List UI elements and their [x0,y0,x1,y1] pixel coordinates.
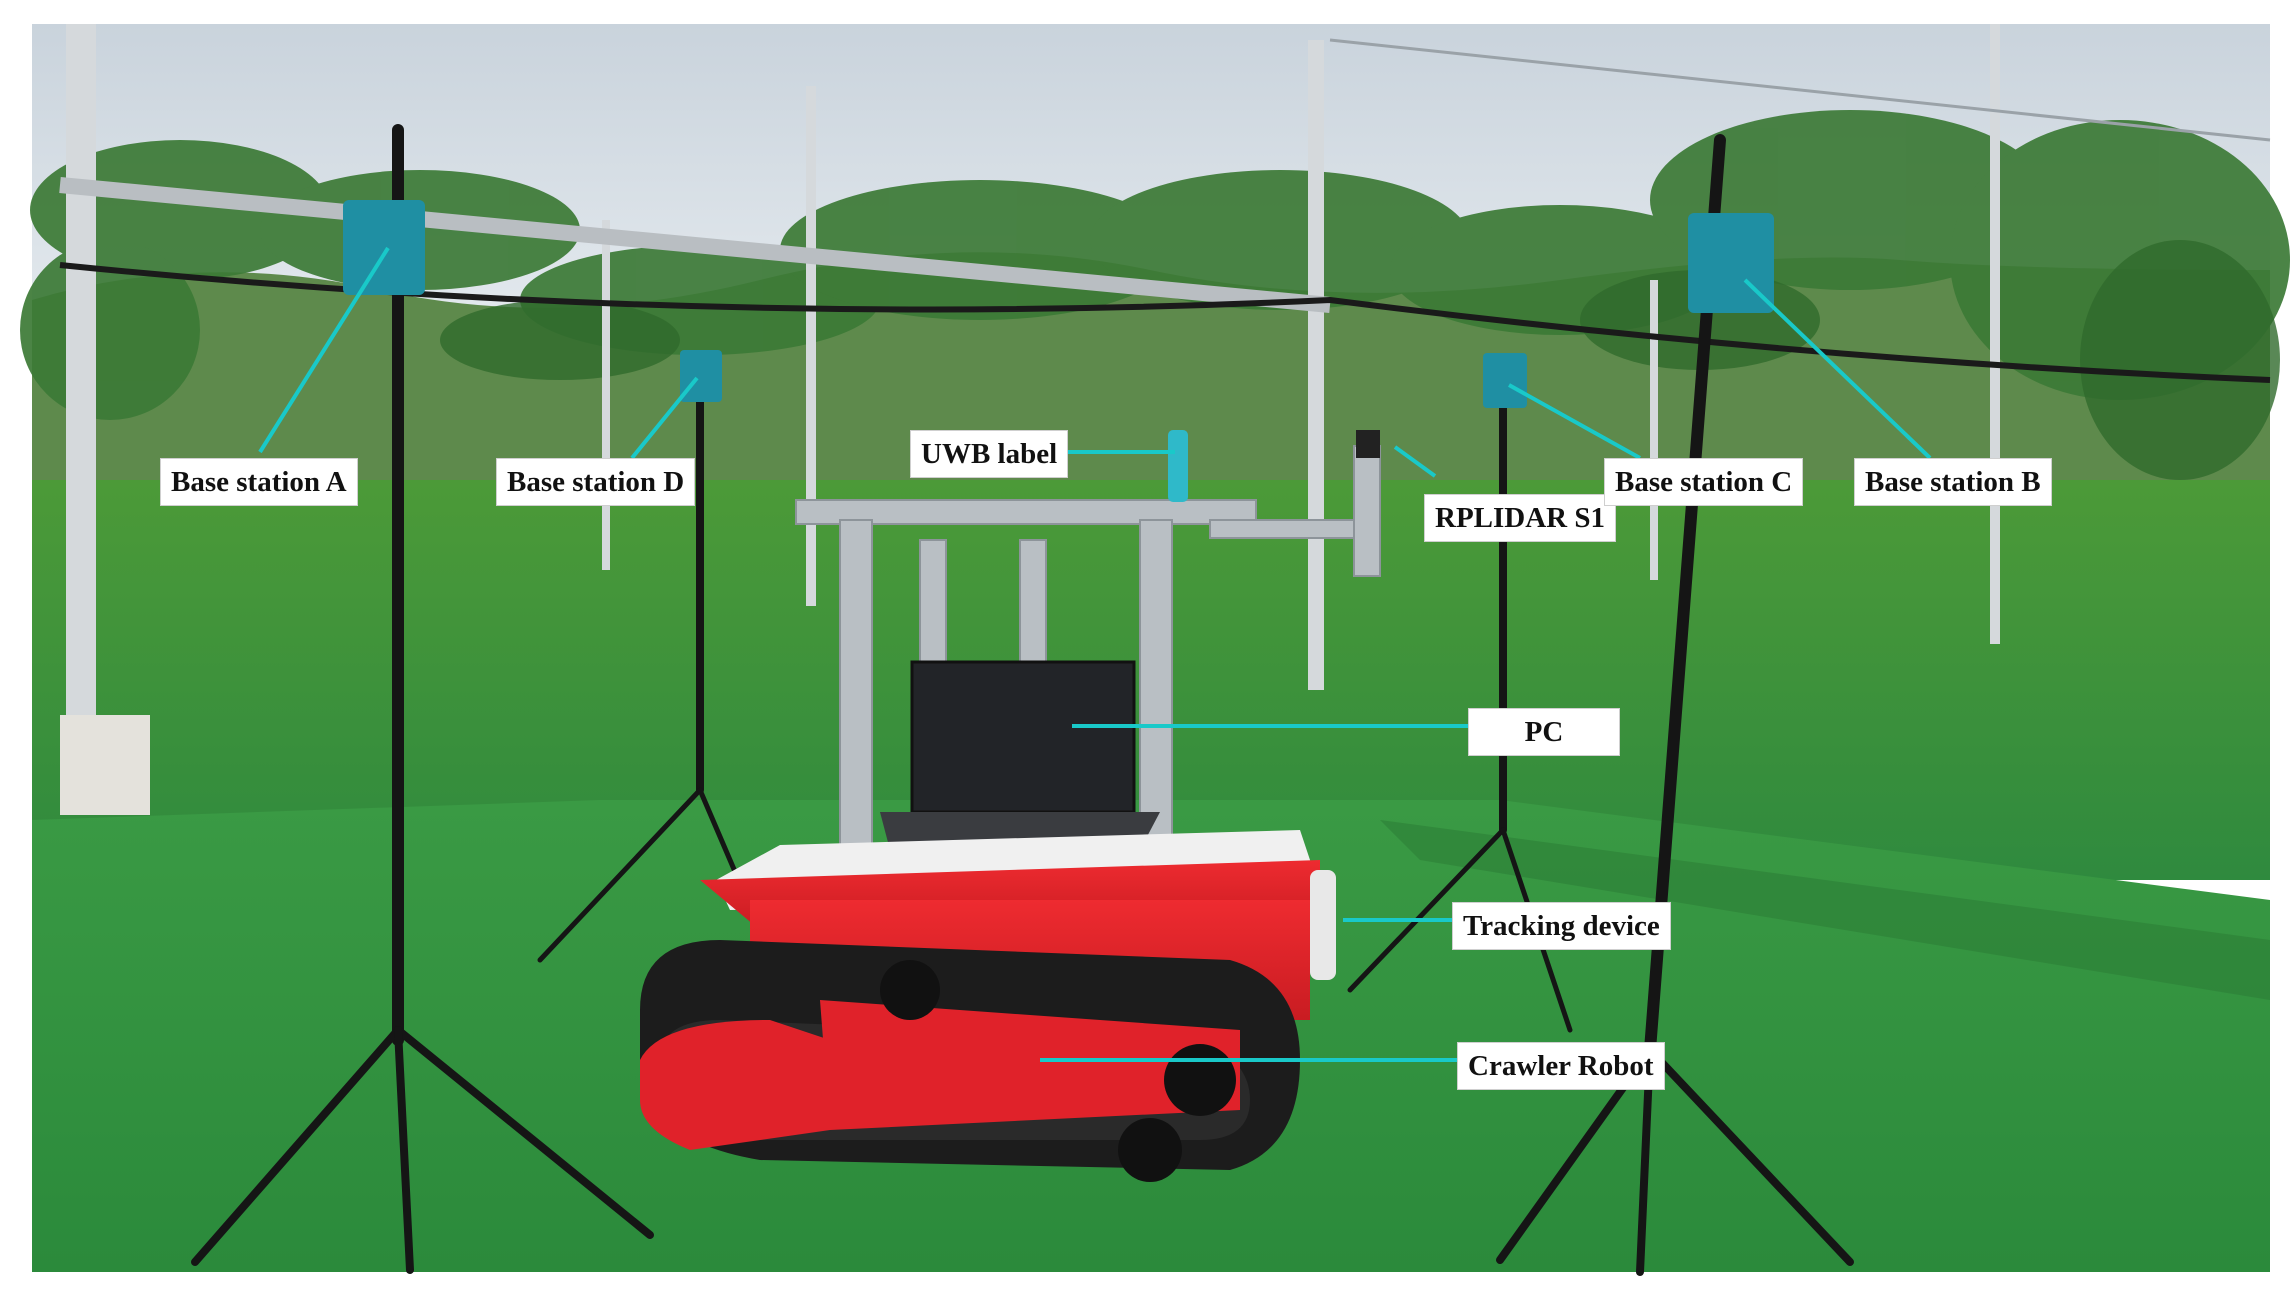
label-base-station-d: Base station D [496,458,696,506]
label-pc: PC [1468,708,1620,756]
uwb-tag [1168,430,1188,502]
label-base-station-b: Base station B [1854,458,2052,506]
label-base-station-c: Base station C [1604,458,1804,506]
base-station-c-device [1483,353,1527,408]
overhead-beam [59,177,1331,313]
label-uwb: UWB label [910,430,1069,478]
lidar-device [1356,430,1380,458]
label-base-station-a: Base station A [160,458,358,506]
laptop [880,660,1160,850]
crawler-robot-body [640,830,1336,1182]
label-rplidar: RPLIDAR S1 [1424,494,1616,542]
label-tracking-device: Tracking device [1452,902,1671,950]
vine-canopy [20,110,2290,420]
label-crawler-robot: Crawler Robot [1457,1042,1665,1090]
leader-lines [258,246,1932,1062]
base-station-a-device [343,200,425,295]
